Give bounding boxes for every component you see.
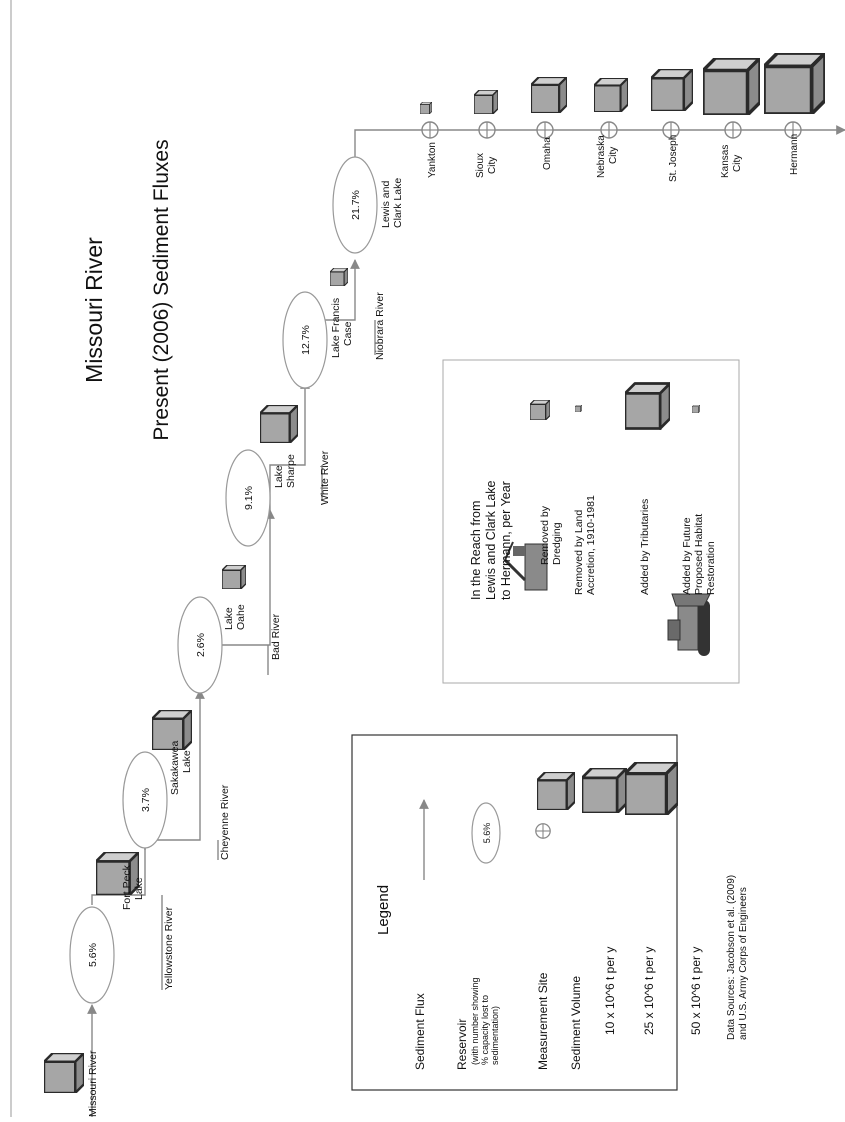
label-hermann: Hermann: [789, 134, 800, 175]
diagram-title: Missouri River: [81, 237, 107, 383]
reach-box-cubes: [530, 382, 700, 430]
legend-v10: 10 x 10^6 t per y: [603, 947, 617, 1035]
legend-v50: 50 x 10^6 t per y: [689, 947, 703, 1035]
legend-cube-25: [582, 768, 627, 813]
reservoir-ellipses: [69, 156, 378, 1004]
reach-accretion: Removed by LandAccretion, 1910-1981: [573, 495, 597, 595]
legend-frame: [351, 734, 678, 1091]
label-bad: Bad River: [270, 613, 282, 660]
legend-reservoir-label: Reservoir: [455, 1019, 469, 1070]
legend-reservoir-sample: 5.6%: [482, 823, 492, 844]
label-sakakawea: SakakaweaLake: [169, 741, 193, 795]
bulldozer-icon: [667, 593, 711, 656]
cube-sioux-city: [474, 90, 498, 114]
reservoir-ellipse-francis-case: [282, 291, 328, 389]
legend-cube-50: [625, 762, 678, 815]
label-lewis-clark: Lewis andClark Lake: [380, 178, 404, 228]
label-sioux-city: SiouxCity: [475, 153, 498, 178]
cube-francis-case: [330, 268, 348, 286]
label-niobrara: Niobrara River: [374, 292, 386, 360]
cube-nebraska-city: [594, 78, 628, 112]
site-icon-omaha: [536, 121, 554, 139]
label-yankton: Yankton: [427, 142, 438, 178]
pct-oahe: 2.6%: [195, 633, 207, 657]
label-source: Missouri River: [87, 1050, 99, 1117]
cube-hermann: [764, 53, 825, 114]
label-nebraska-city: NebraskaCity: [596, 135, 619, 178]
label-kansas-city: KansasCity: [720, 145, 743, 178]
reach-tributaries: Added by Tributaries: [639, 499, 651, 595]
label-white: White River: [319, 450, 331, 505]
pct-francis-case: 12.7%: [300, 325, 312, 355]
label-fort-peck-wrap: [86, 812, 126, 902]
legend-site-icon: [535, 823, 551, 839]
label-omaha: Omaha: [542, 137, 553, 170]
cube-yankton: [420, 102, 432, 114]
reach-cube-tributaries: [625, 382, 670, 430]
pct-fort-peck: 5.6%: [87, 943, 99, 967]
cube-oahe: [222, 565, 246, 589]
cube-st-joseph: [651, 69, 693, 111]
cube-source: [44, 1053, 84, 1093]
reach-cube-restoration: [692, 405, 700, 413]
reach-box-frame: [442, 359, 740, 684]
legend-volume-label: Sediment Volume: [569, 976, 583, 1070]
reservoir-ellipse-fort-peck: [69, 906, 115, 1004]
reach-cube-accretion: [575, 405, 582, 412]
reach-dredging: Removed byDredging: [539, 505, 563, 565]
cube-sharpe: [260, 405, 298, 443]
legend-heading: Legend: [375, 885, 392, 935]
cube-omaha: [531, 77, 567, 113]
label-yellowstone: Yellowstone River: [163, 906, 175, 990]
label-oahe: LakeOahe: [223, 604, 247, 630]
legend-flux-label: Sediment Flux: [413, 993, 427, 1070]
label-fort-peck: Fort PeckLake: [121, 864, 145, 910]
reach-heading: In the Reach fromLewis and Clark Laketo …: [469, 480, 513, 600]
pct-sharpe: 9.1%: [243, 486, 255, 510]
legend-reservoir-ellipse: [471, 802, 501, 864]
reach-cube-dredging: [530, 400, 550, 420]
site-icon-kansas-city: [724, 121, 742, 139]
reservoir-ellipse-sakakawea: [122, 751, 168, 849]
legend-reservoir-note: (with number showing% capacity lost tose…: [470, 977, 500, 1065]
text-layer: Missouri River Present (2006) Sediment F…: [81, 134, 800, 1117]
legend-sources: Data Sources: Jacobson et al. (2009)and …: [726, 875, 749, 1040]
site-icon-yankton: [421, 121, 439, 139]
label-francis-case: Lake FrancisCase: [330, 298, 354, 358]
dredge-icon: [503, 541, 548, 591]
reservoir-ellipse-lewis-clark: [332, 156, 378, 254]
label-sharpe: LakeSharpe: [273, 454, 297, 488]
pct-sakakawea: 3.7%: [140, 788, 152, 812]
pct-lewis-clark: 21.7%: [350, 190, 362, 220]
reach-restoration: Added by FutureProposed HabitatRestorati…: [681, 514, 717, 595]
legend-cube-10: [537, 772, 575, 810]
label-st-joseph: St. Joseph: [668, 135, 679, 182]
diagram-subtitle: Present (2006) Sediment Fluxes: [150, 139, 173, 440]
reservoir-ellipse-sharpe: [225, 449, 271, 547]
cube-kansas-city: [703, 58, 760, 115]
site-icon-sioux-city: [478, 121, 496, 139]
legend-site-label: Measurement Site: [536, 972, 550, 1070]
label-cheyenne: Cheyenne River: [219, 784, 231, 860]
legend-v25: 25 x 10^6 t per y: [642, 947, 656, 1035]
reservoir-ellipse-oahe: [177, 596, 223, 694]
